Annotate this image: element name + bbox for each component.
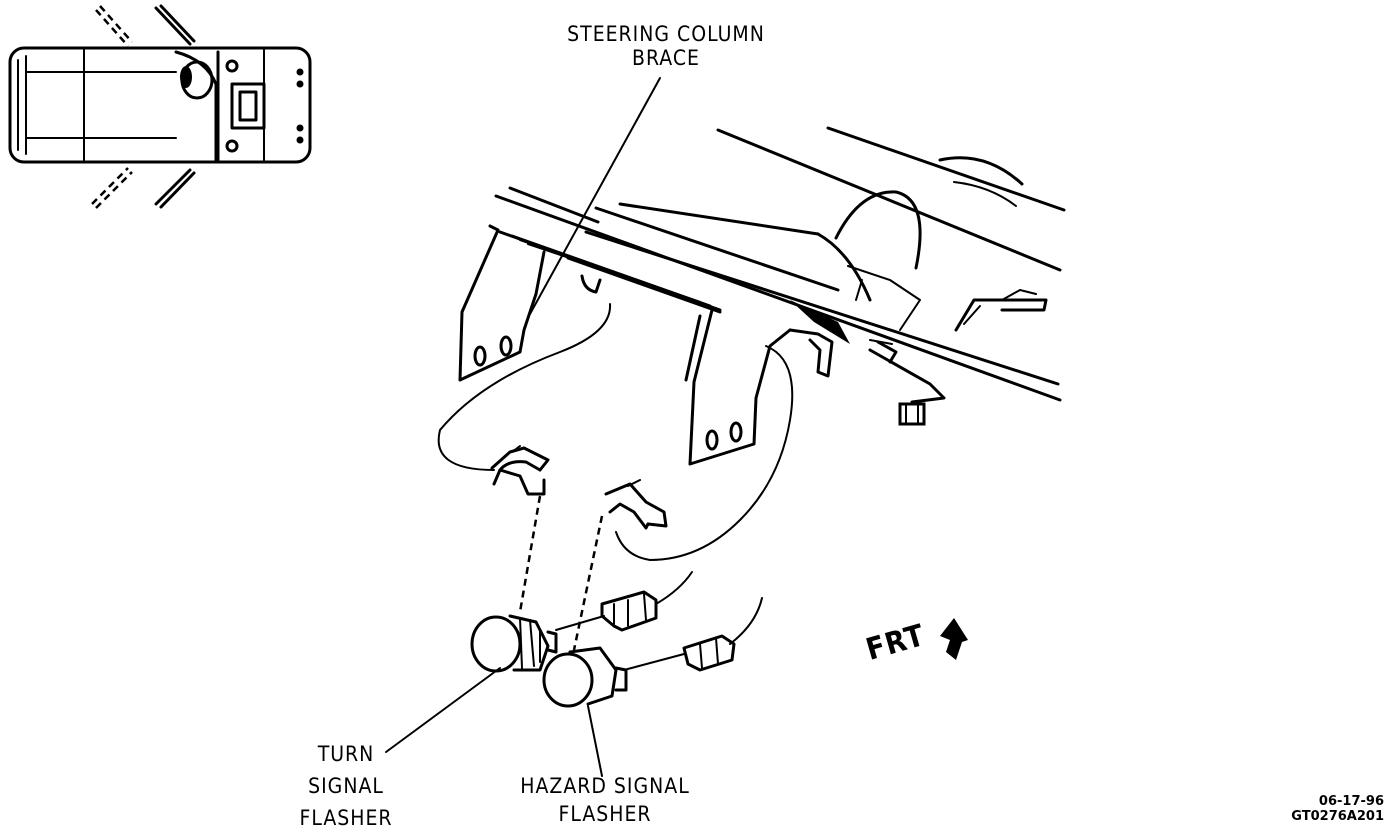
front-direction-arrow bbox=[940, 618, 968, 660]
harness-clip-hazard bbox=[604, 479, 668, 530]
label-hazard-signal-flasher-line1: HAZARD SIGNAL bbox=[520, 774, 690, 798]
label-turn-signal-flasher-line3: FLASHER bbox=[299, 806, 393, 830]
wiring-harness bbox=[437, 303, 794, 671]
label-turn-signal-flasher-line2: SIGNAL bbox=[308, 774, 384, 798]
label-hazard-signal-flasher-line2: FLASHER bbox=[558, 802, 652, 826]
turn-signal-connector bbox=[600, 590, 658, 632]
hazard-signal-flasher bbox=[542, 646, 628, 708]
drawing-code-id: GT0276A201 bbox=[1291, 809, 1384, 824]
hazard-signal-connector bbox=[682, 634, 736, 672]
label-steering-column-brace-line1: STEERING COLUMN bbox=[567, 22, 765, 46]
drawing-code: 06-17-96 GT0276A201 bbox=[1291, 794, 1384, 824]
label-turn-signal-flasher: TURN SIGNAL FLASHER bbox=[276, 738, 416, 834]
label-hazard-signal-flasher: HAZARD SIGNAL FLASHER bbox=[500, 772, 710, 828]
turn-signal-flasher bbox=[470, 614, 558, 673]
label-steering-column-brace-line2: BRACE bbox=[632, 46, 700, 70]
label-steering-column-brace: STEERING COLUMN BRACE bbox=[546, 22, 786, 70]
vehicle-locator-top-view bbox=[8, 4, 312, 209]
harness-clip-turn bbox=[490, 445, 550, 496]
leader-lines bbox=[385, 77, 661, 777]
steering-column-brace bbox=[458, 224, 834, 466]
label-turn-signal-flasher-line1: TURN bbox=[317, 742, 375, 766]
drawing-code-date: 06-17-96 bbox=[1318, 794, 1384, 809]
instrument-panel-structure bbox=[494, 126, 1066, 426]
